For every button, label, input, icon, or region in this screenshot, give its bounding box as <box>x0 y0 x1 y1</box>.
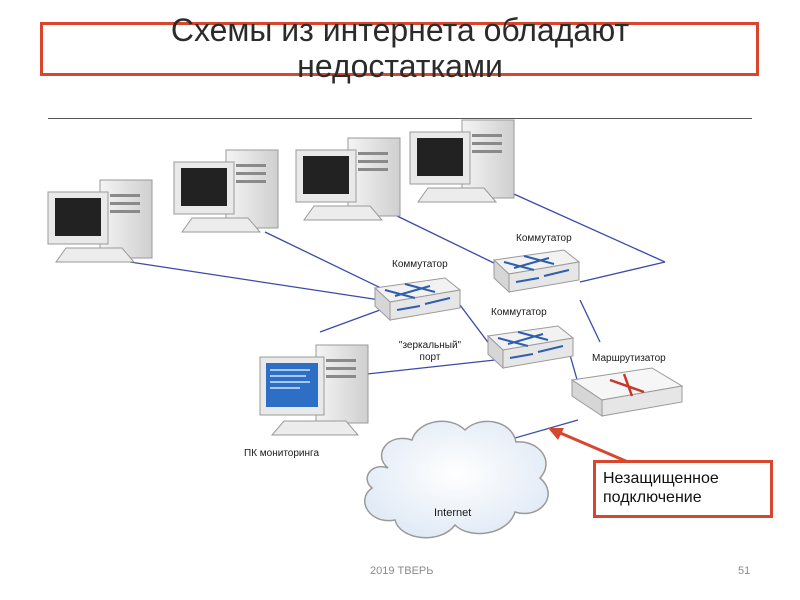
switch-label-right: Коммутатор <box>516 233 572 244</box>
switch-center <box>486 325 575 370</box>
mirror-port-line-2: порт <box>419 352 441 363</box>
cloud-icon <box>364 420 549 539</box>
unprotected-connection-callout: Незащищенное подключение <box>593 460 773 518</box>
router <box>570 367 684 417</box>
link-switch-down <box>579 299 601 343</box>
switch-right <box>492 249 581 294</box>
link-mirror-port <box>357 359 496 376</box>
title-divider <box>48 118 752 119</box>
footer-text: 2019 ТВЕРЬ <box>370 565 434 577</box>
callout-line-2: подключение <box>603 489 702 506</box>
link-switch-left <box>319 309 381 333</box>
arrow-head-icon <box>548 428 564 440</box>
slide-title: Схемы из интернета обладают недостатками <box>0 12 800 84</box>
link-pc4-switch <box>504 189 666 263</box>
callout-line-1: Незащищенное <box>603 470 719 487</box>
title-frame <box>40 22 759 76</box>
switch-label-center: Коммутатор <box>491 307 547 318</box>
internet-cloud <box>364 420 549 539</box>
keyboard-icon <box>55 247 136 263</box>
tower-icon <box>461 119 515 199</box>
keyboard-icon <box>181 217 262 233</box>
link-pc3-switch <box>394 214 499 266</box>
monitoring-pc <box>259 344 369 436</box>
switch-icon <box>503 255 555 271</box>
link-pc1-switch <box>129 261 381 301</box>
computer-1 <box>47 179 153 263</box>
computer-2 <box>173 149 279 233</box>
title-line-2: недостатками <box>297 48 503 84</box>
monitoring-pc-label: ПК мониторинга <box>244 448 320 459</box>
computer-4 <box>409 119 515 203</box>
callout-arrow <box>548 428 629 464</box>
link-switch-center <box>459 304 491 346</box>
mirror-port-line-1: "зеркальный" <box>398 340 462 351</box>
switch-left <box>373 277 462 322</box>
switch-icon <box>497 331 549 347</box>
router-label: Маршрутизатор <box>592 353 666 364</box>
link-switch-right <box>579 261 666 283</box>
tower-icon <box>225 149 279 229</box>
keyboard-icon <box>417 187 498 203</box>
keyboard-icon <box>270 420 360 436</box>
title-line-1: Схемы из интернета обладают <box>170 12 630 48</box>
page-number: 51 <box>738 565 751 577</box>
computer-3 <box>295 137 401 221</box>
link-pc2-switch <box>264 231 386 291</box>
switch-label-left: Коммутатор <box>392 259 448 270</box>
switch-icon <box>384 283 436 299</box>
internet-label: Internet <box>434 507 472 519</box>
router-icon <box>609 373 645 397</box>
mirror-port-label: "зеркальный" порт <box>382 340 478 364</box>
tower-icon <box>347 137 401 217</box>
keyboard-icon <box>303 205 384 221</box>
